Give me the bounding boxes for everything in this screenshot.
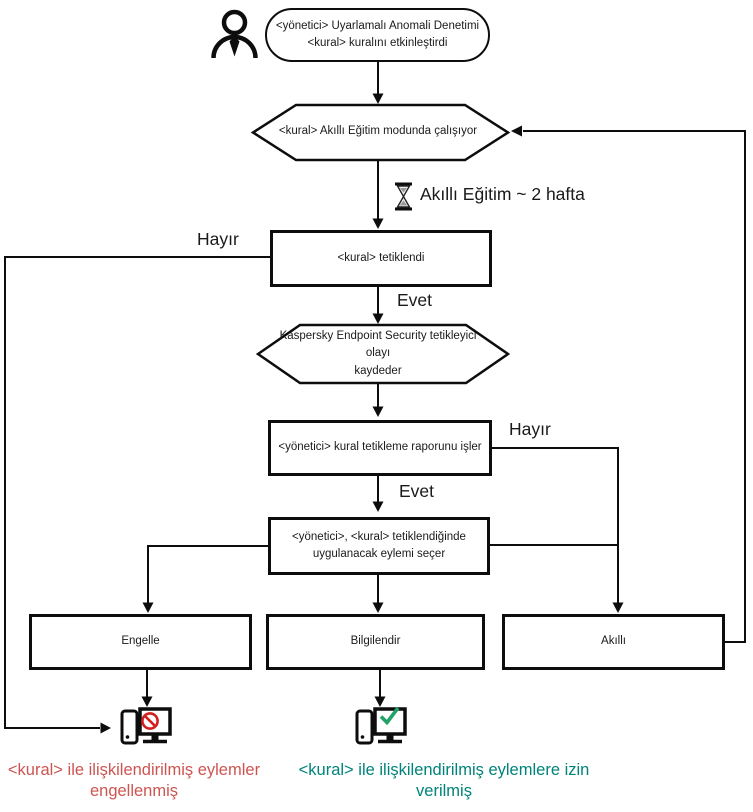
select-action-line1: <yönetici>, <kural> tetiklendiğinde [292, 530, 466, 543]
action-block-box: Engelle [29, 614, 252, 670]
allowed-caption: <kural> ile ilişkilendirilmiş eylemlere … [288, 760, 600, 802]
blocked-caption-line1: <kural> ile ilişkilendirilmiş eylemler [7, 761, 261, 779]
blocked-caption-line2: engellenmiş [89, 782, 179, 800]
select-action-box: <yönetici>, <kural> tetiklendiğinde uygu… [268, 517, 490, 575]
smart-training-hexagon-shape [250, 103, 511, 162]
rule-triggered-box: <kural> tetiklendi [270, 230, 492, 287]
arrowheads [100, 93, 624, 734]
user-icon [211, 9, 258, 59]
kes-logs-hexagon-shape [255, 323, 511, 385]
connector-lines [4, 61, 746, 729]
allowed-caption-line1: <kural> ile ilişkilendirilmiş eylemlere … [298, 761, 590, 779]
edge-label-rule-yes: Evet [397, 290, 433, 310]
edge-label-report-yes: Evet [399, 481, 435, 501]
allowed-caption-line2: verilmiş [416, 782, 472, 800]
computer-with-checkmark-icon [355, 706, 407, 745]
select-action-line2: uygulanacak eylemi seçer [312, 548, 446, 560]
kes-logs-line2: kaydeder [354, 364, 402, 377]
blocked-caption: <kural> ile ilişkilendirilmiş eylemler e… [0, 760, 268, 802]
checkmark-icon [379, 706, 400, 726]
smart-training-hexagon-label: <kural> Akıllı Eğitim modunda çalışıyor [278, 124, 478, 137]
action-smart-box: Akıllı [502, 614, 725, 670]
training-duration-label: Akıllı Eğitim ~ 2 hafta [420, 184, 585, 204]
edge-label-report-no: Hayır [509, 419, 551, 439]
action-inform-box: Bilgilendir [266, 614, 485, 670]
start-event-node: <yönetici> Uyarlamalı Anomali Denetimi <… [265, 8, 490, 62]
computer-with-prohibition-icon [120, 707, 172, 745]
hourglass-icon [395, 182, 412, 211]
start-event-line1: <yönetici> Uyarlamalı Anomali Denetimi [275, 19, 480, 32]
kes-logs-hexagon-label: Kaspersky Endpoint Security tetikleyici … [270, 327, 486, 381]
process-report-box: <yönetici> kural tetikleme raporunu işle… [268, 420, 492, 476]
prohibition-icon [141, 712, 159, 730]
edge-label-rule-no: Hayır [197, 229, 239, 249]
start-event-line2: <kural> kuralını etkinleştirdi [307, 37, 448, 49]
kes-logs-line1: Kaspersky Endpoint Security tetikleyici … [279, 330, 477, 360]
